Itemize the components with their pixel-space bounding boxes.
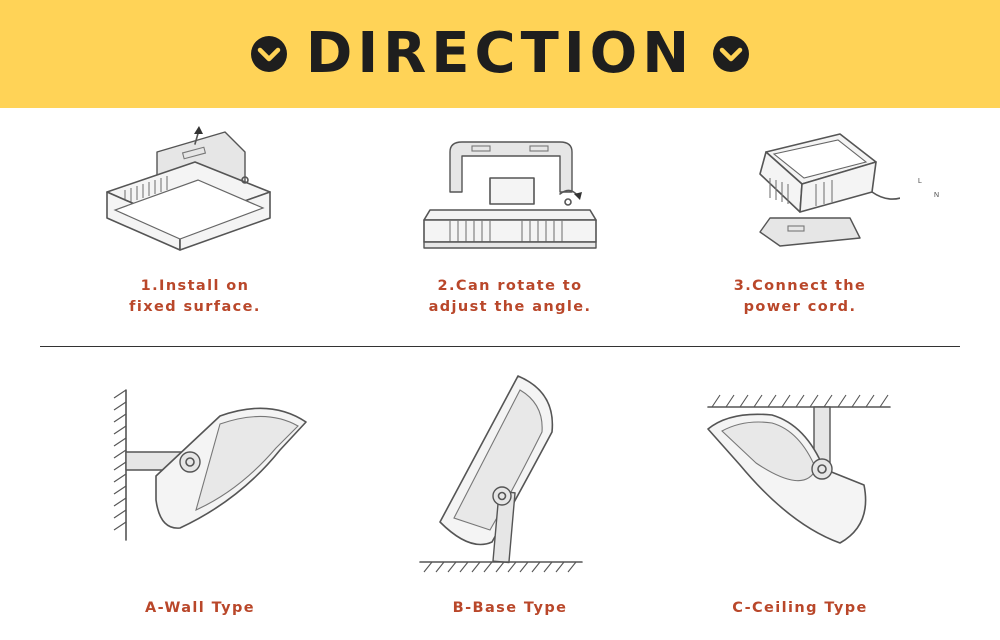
- step-caption: 3.Connect the power cord.: [650, 276, 950, 318]
- connect-cord-illustration: [759, 133, 900, 247]
- rotate-angle-illustration: [423, 141, 597, 249]
- chevron-down-circle-icon: [250, 36, 287, 72]
- mount-label: C-Ceiling Type: [732, 600, 868, 616]
- step-install: 1.Install on fixed surface.: [45, 122, 345, 318]
- step-caption-line: 1.Install on: [140, 278, 250, 294]
- header-banner: DIRECTION: [0, 0, 1000, 108]
- section-divider: [40, 346, 960, 347]
- wire-label-l: L: [918, 178, 922, 185]
- step-connect: L N 3.Connect the power cord.: [650, 122, 950, 318]
- mount-label: B-Base Type: [452, 600, 568, 616]
- install-surface-illustration: [106, 126, 271, 251]
- step-caption-line: fixed surface.: [129, 299, 261, 315]
- wire-label-n: N: [934, 192, 940, 199]
- step-caption: 2.Can rotate to adjust the angle.: [360, 276, 660, 318]
- header-title-group: DIRECTION: [250, 26, 750, 82]
- step-caption-line: adjust the angle.: [428, 299, 592, 315]
- step-caption-line: power cord.: [743, 299, 857, 315]
- step-caption: 1.Install on fixed surface.: [45, 276, 345, 318]
- step-rotate: 2.Can rotate to adjust the angle.: [360, 122, 660, 318]
- page-title: DIRECTION: [305, 21, 695, 86]
- ceiling-mount-illustration: [707, 394, 891, 544]
- base-mount-illustration: [419, 375, 583, 573]
- step-caption-line: 3.Connect the: [733, 278, 867, 294]
- mount-label: A-Wall Type: [144, 600, 256, 616]
- wall-mount-illustration: [113, 389, 307, 541]
- step-caption-line: 2.Can rotate to: [437, 278, 583, 294]
- chevron-down-circle-icon: [713, 36, 750, 72]
